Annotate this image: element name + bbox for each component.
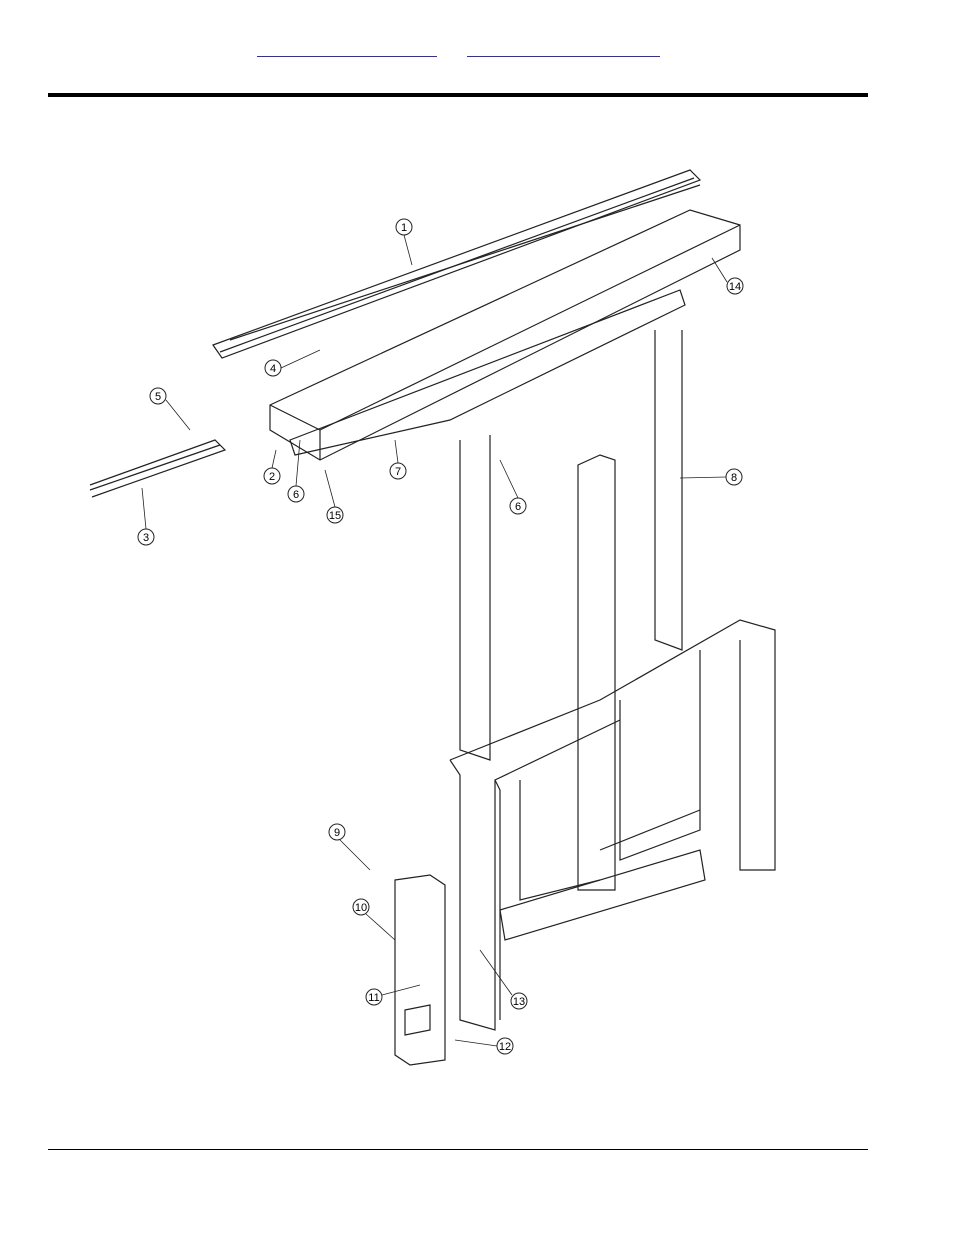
callout-9: 9 bbox=[334, 827, 340, 839]
callout-labels: 1 2 3 4 5 6 7 6 8 9 10 11 12 13 14 15 bbox=[143, 222, 741, 1053]
callout-10: 10 bbox=[355, 902, 367, 914]
parts-diagram: 1 2 3 4 5 6 7 6 8 9 10 11 12 13 14 15 bbox=[80, 140, 800, 1080]
callout-7: 7 bbox=[395, 466, 401, 478]
callout-13: 13 bbox=[513, 996, 525, 1008]
callout-6: 6 bbox=[293, 489, 299, 501]
callout-11: 11 bbox=[368, 992, 379, 1004]
leader-lines bbox=[142, 235, 727, 1046]
callout-15: 15 bbox=[329, 510, 341, 522]
header-link-left[interactable] bbox=[257, 44, 437, 57]
callout-12: 12 bbox=[499, 1041, 511, 1053]
callout-2: 2 bbox=[269, 471, 275, 483]
header-rule bbox=[48, 93, 868, 97]
callout-group bbox=[138, 219, 743, 1054]
callout-3: 3 bbox=[143, 532, 149, 544]
callout-14: 14 bbox=[729, 281, 741, 293]
callout-8: 8 bbox=[731, 472, 737, 484]
header-link-right[interactable] bbox=[467, 44, 660, 57]
callout-1: 1 bbox=[401, 222, 407, 234]
callout-4: 4 bbox=[270, 363, 276, 375]
callout-6b: 6 bbox=[515, 501, 521, 513]
footer-rule bbox=[48, 1149, 868, 1150]
frame-drawing bbox=[90, 170, 775, 1065]
callout-5: 5 bbox=[155, 391, 161, 403]
